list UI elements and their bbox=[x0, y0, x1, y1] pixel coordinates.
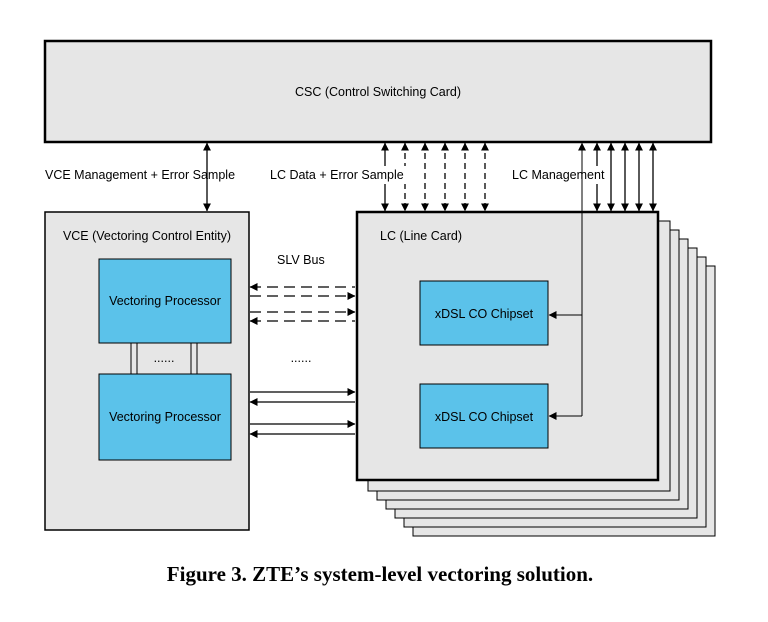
xdsl-chipset-2 bbox=[419, 383, 549, 449]
vce-label: VCE (Vectoring Control Entity) bbox=[63, 229, 231, 243]
csc-label: CSC (Control Switching Card) bbox=[295, 85, 461, 99]
slv-bus-dashed bbox=[249, 283, 356, 325]
csc-box bbox=[43, 39, 713, 144]
slv-bus-label: SLV Bus bbox=[277, 253, 325, 267]
lc-management-arrows bbox=[593, 142, 657, 212]
xdsl-chipset-1 bbox=[419, 280, 549, 346]
vectoring-processor-2 bbox=[98, 373, 232, 461]
vce-management-label: VCE Management + Error Sample bbox=[45, 168, 235, 182]
xdsl-chipset-2-label: xDSL CO Chipset bbox=[435, 410, 534, 424]
slv-bus-solid bbox=[249, 388, 356, 438]
lc-label: LC (Line Card) bbox=[380, 229, 462, 243]
processor-interconnect bbox=[130, 343, 198, 374]
xdsl-chipset-1-label: xDSL CO Chipset bbox=[435, 307, 534, 321]
lc-management-label: LC Management bbox=[512, 168, 605, 182]
processor-ellipsis: ...... bbox=[154, 351, 175, 365]
lc-management-label-bg bbox=[511, 166, 608, 184]
bus-ellipsis: ...... bbox=[291, 351, 312, 365]
vectoring-processor-1-label: Vectoring Processor bbox=[109, 294, 221, 308]
lc-data-label-bg bbox=[270, 166, 410, 184]
figure-caption: Figure 3. ZTE’s system-level vectoring s… bbox=[167, 562, 593, 586]
vectoring-processor-1 bbox=[98, 258, 232, 344]
vectoring-processor-2-label: Vectoring Processor bbox=[109, 410, 221, 424]
lc-data-label: LC Data + Error Sample bbox=[270, 168, 404, 182]
lc-management-route bbox=[548, 142, 586, 420]
